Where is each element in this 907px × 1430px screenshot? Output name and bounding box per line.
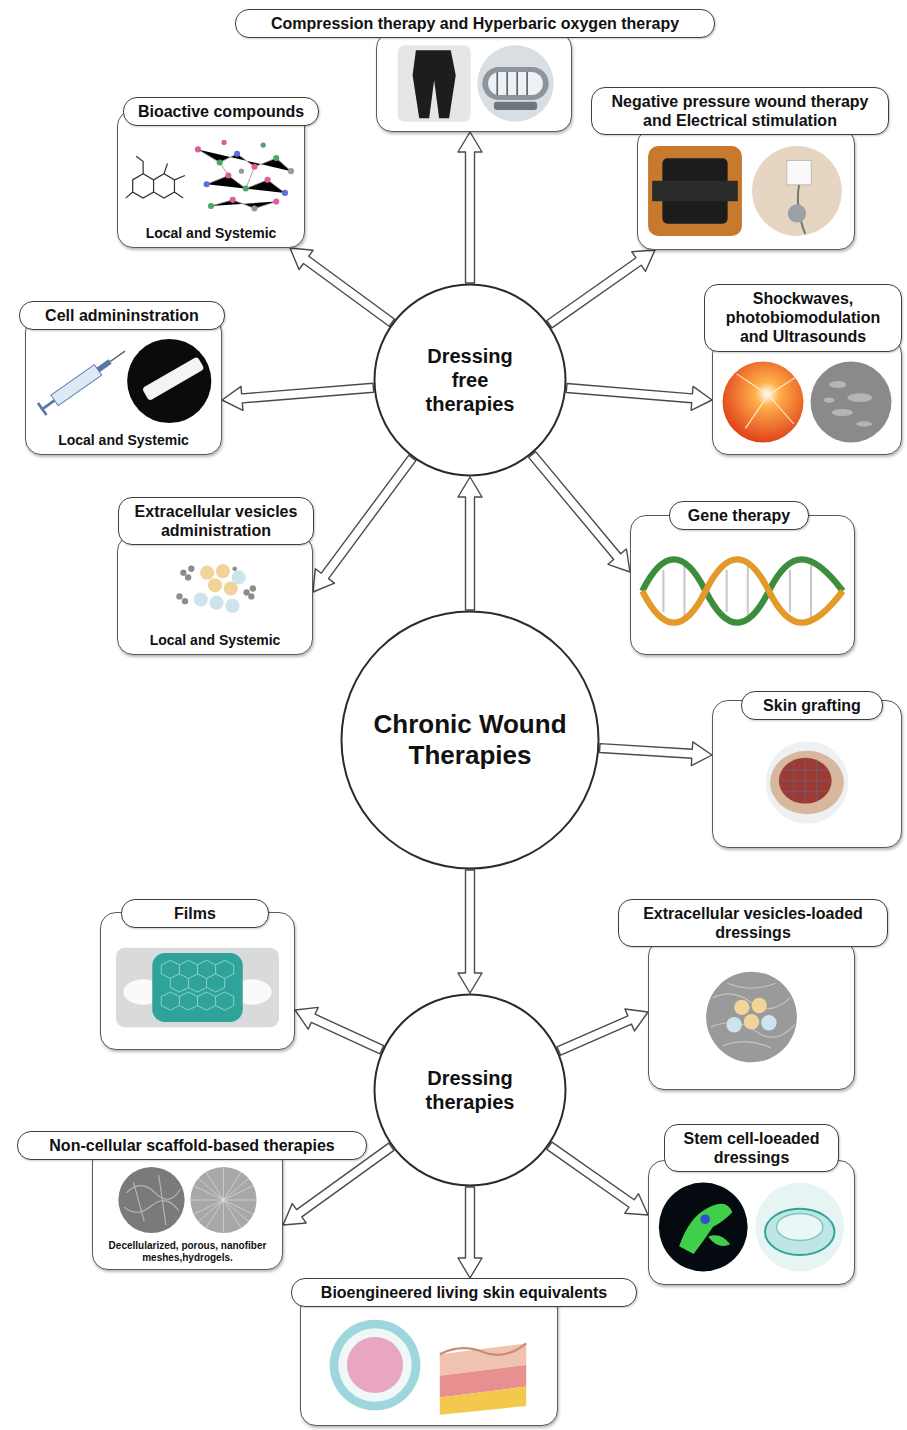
therapy-panel: Negative pressure wound therapy and Elec… xyxy=(637,128,855,250)
hollow-arrow xyxy=(566,384,712,411)
hollow-arrow xyxy=(290,248,394,326)
category-circle: Chronic Wound Therapies xyxy=(340,610,600,870)
hollow-arrow xyxy=(313,455,416,592)
panel-heading: Non-cellular scaffold-based therapies xyxy=(17,1131,367,1160)
category-circle: Dressing therapies xyxy=(373,993,567,1187)
therapy-panel: Gene therapy xyxy=(630,515,855,655)
hollow-arrow xyxy=(222,383,374,410)
hollow-arrow xyxy=(458,132,482,283)
panel-illustration xyxy=(644,139,848,243)
hollow-arrow xyxy=(529,452,630,572)
circle-label: Chronic Wound Therapies xyxy=(360,709,580,771)
hollow-arrow xyxy=(295,1007,384,1053)
therapy-panel: Bioengineered living skin equivalents xyxy=(300,1293,558,1426)
circle-shape xyxy=(375,285,566,476)
therapy-panel: Extracellular vesicles administrationLoc… xyxy=(117,535,313,655)
panel-illustration xyxy=(383,42,565,125)
panel-heading: Extracellular vesicles administration xyxy=(118,497,314,545)
hollow-arrow xyxy=(458,870,482,993)
panel-heading: Extracellular vesicles-loaded dressings xyxy=(618,899,888,947)
panel-heading: Bioactive compounds xyxy=(123,97,319,126)
hollow-arrow xyxy=(458,477,482,610)
panel-heading: Bioengineered living skin equivalents xyxy=(291,1278,637,1307)
circle-outline xyxy=(373,993,567,1187)
panel-heading: Shockwaves, photobiomodulation and Ultra… xyxy=(704,284,902,352)
therapy-panel: Skin grafting xyxy=(712,700,902,848)
panel-illustration xyxy=(124,130,298,221)
panel-illustration xyxy=(99,1164,276,1236)
panel-note: Local and Systemic xyxy=(30,432,217,449)
panel-illustration xyxy=(655,1176,848,1278)
hollow-arrow xyxy=(458,1187,482,1278)
panel-illustration xyxy=(719,356,895,448)
hollow-arrow xyxy=(547,250,655,328)
panel-note: Local and Systemic xyxy=(122,632,308,649)
therapy-panel: Non-cellular scaffold-based therapiesDec… xyxy=(92,1146,283,1270)
hollow-arrow xyxy=(600,742,713,766)
panel-illustration xyxy=(655,951,848,1083)
panel-illustration xyxy=(307,1311,551,1419)
panel-heading: Skin grafting xyxy=(741,691,883,720)
panel-heading: Stem cell-loeaded dressings xyxy=(664,1124,839,1172)
therapy-panel: Stem cell-loeaded dressings xyxy=(648,1160,855,1285)
panel-note: Local and Systemic xyxy=(122,225,300,242)
panel-heading: Cell admininstration xyxy=(19,301,225,330)
therapy-panel: Compression therapy and Hyperbaric oxyge… xyxy=(376,32,572,132)
panel-illustration xyxy=(637,534,848,648)
hollow-arrow xyxy=(557,1009,648,1055)
panel-illustration xyxy=(32,334,215,428)
panel-heading: Compression therapy and Hyperbaric oxyge… xyxy=(235,9,715,38)
therapy-panel: Extracellular vesicles-loaded dressings xyxy=(648,940,855,1090)
therapy-panel: Films xyxy=(100,912,295,1050)
hollow-arrow xyxy=(547,1142,648,1215)
circle-label: Dressing therapies xyxy=(413,1066,528,1114)
category-circle: Dressing free therapies xyxy=(373,283,567,477)
therapy-panel: Shockwaves, photobiomodulation and Ultra… xyxy=(712,338,902,455)
panel-note: Decellularized, porous, nanofiber meshes… xyxy=(97,1240,278,1264)
panel-heading: Gene therapy xyxy=(669,501,809,530)
panel-heading: Films xyxy=(121,899,269,928)
panel-illustration xyxy=(107,932,288,1043)
therapy-panel: Cell admininstrationLocal and Systemic xyxy=(25,316,222,455)
circle-label: Dressing free therapies xyxy=(413,344,528,416)
panel-heading: Negative pressure wound therapy and Elec… xyxy=(591,87,889,135)
circle-shape xyxy=(375,995,566,1186)
circle-shape xyxy=(342,612,599,869)
panel-illustration xyxy=(719,724,895,841)
panel-illustration xyxy=(124,549,306,628)
therapy-panel: Bioactive compoundsLocal and Systemic xyxy=(117,110,305,248)
